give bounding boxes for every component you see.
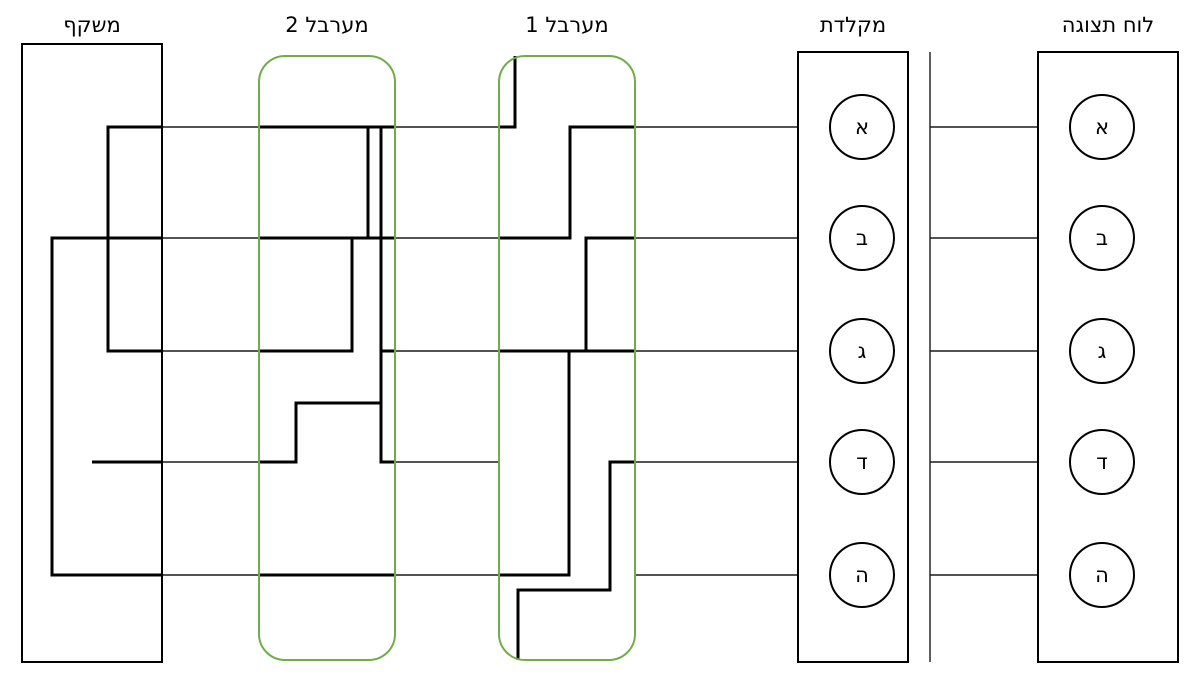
key-label: א (855, 115, 869, 139)
key-label: ה (855, 563, 869, 587)
key-gimel[interactable]: ג (829, 318, 895, 384)
lamp-label: ה (1095, 563, 1109, 587)
lamp-gimel[interactable]: ג (1069, 318, 1135, 384)
key-circle[interactable] (829, 318, 895, 384)
wire-r1-perm-2 (499, 236, 635, 353)
lamp-label: ג (1098, 339, 1107, 363)
lamp-alef[interactable]: א (1069, 94, 1135, 160)
key-bet[interactable]: ב (829, 205, 895, 271)
lampboard-lamps: א ב ג ד ה (1069, 94, 1135, 608)
wires-rotor2-to-reflector (162, 126, 259, 576)
box-reflector[interactable] (21, 43, 163, 663)
lamp-circle[interactable] (1069, 94, 1135, 160)
key-label: ד (856, 450, 867, 474)
key-circle[interactable] (829, 542, 895, 608)
lamp-label: א (1095, 115, 1109, 139)
wire-r2-perm-4 (259, 125, 395, 464)
wires-lampboard-links (929, 52, 1038, 662)
label-rotor1: מערבל 1 (525, 13, 608, 37)
wires-rotor1-internal (499, 56, 635, 660)
wiring-group (50, 52, 1038, 662)
label-reflector: משקף (63, 13, 120, 37)
wire-r2-perm-1 (259, 125, 395, 240)
lamp-circle[interactable] (1069, 318, 1135, 384)
lamp-circle[interactable] (1069, 429, 1135, 495)
wire-r2-perm-3 (259, 349, 395, 464)
box-rotor2[interactable] (258, 55, 396, 661)
wire-ref-pair-b-e (50, 236, 162, 577)
lamp-dalet[interactable]: ד (1069, 429, 1135, 495)
box-rotor1[interactable] (498, 55, 636, 661)
wire-r1-perm-1 (499, 125, 635, 240)
key-alef[interactable]: א (829, 94, 895, 160)
wire-r1-perm-5 (499, 56, 517, 129)
wires-rotor2-internal (259, 125, 395, 577)
label-lampboard: לוח תצוגה (1062, 13, 1154, 37)
key-dalet[interactable]: ד (829, 429, 895, 495)
box-keyboard[interactable] (797, 51, 909, 663)
wire-r1-perm-3 (499, 349, 635, 577)
key-circle[interactable] (829, 429, 895, 495)
wires-keyboard-to-rotor1 (635, 126, 798, 576)
lamp-bet[interactable]: ב (1069, 205, 1135, 271)
key-circle[interactable] (829, 94, 895, 160)
wires-reflector-internal (50, 125, 162, 577)
key-he[interactable]: ה (829, 542, 895, 608)
wire-r2-perm-2 (259, 236, 395, 353)
lamp-circle[interactable] (1069, 205, 1135, 271)
key-label: ב (856, 226, 868, 250)
key-label: ג (858, 339, 867, 363)
lamp-he[interactable]: ה (1069, 542, 1135, 608)
keyboard-keys: א ב ג ד ה (829, 94, 895, 608)
lamp-label: ד (1096, 450, 1107, 474)
key-circle[interactable] (829, 205, 895, 271)
wires-rotor1-to-rotor2 (395, 126, 499, 576)
label-keyboard: מקלדת (820, 13, 886, 37)
label-rotor2: מערבל 2 (285, 13, 368, 37)
lamp-label: ב (1096, 226, 1108, 250)
lamp-circle[interactable] (1069, 542, 1135, 608)
box-lampboard[interactable] (1037, 51, 1179, 663)
wire-r1-perm-4 (516, 460, 635, 660)
